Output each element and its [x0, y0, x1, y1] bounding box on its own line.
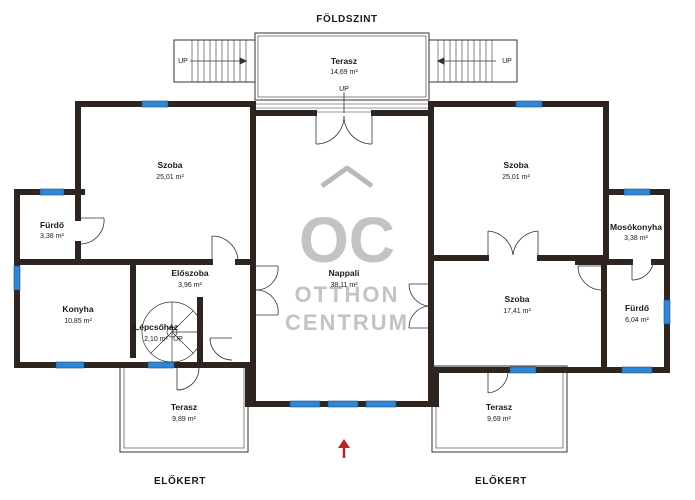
- stair-up-center-label: UP: [339, 86, 349, 93]
- stair-up-spiral-label: UP: [173, 336, 183, 343]
- room-szoba-mid-name: Szoba: [504, 294, 529, 304]
- right-stair: [428, 39, 518, 83]
- room-terasz-top-area: 14,69 m²: [330, 69, 358, 76]
- room-szoba-right-name: Szoba: [503, 160, 528, 170]
- entry-arrow-icon: [338, 439, 350, 458]
- room-terasz-br-area: 9,69 m²: [487, 416, 511, 423]
- room-szoba-left-area: 25,01 m²: [156, 174, 184, 181]
- stair-up-left-label: UP: [178, 58, 188, 65]
- watermark-line1: OTTHON: [295, 282, 400, 307]
- room-szoba-left-name: Szoba: [157, 160, 182, 170]
- room-terasz-bl-area: 9,89 m²: [172, 416, 196, 423]
- watermark: OC OTTHON CENTRUM: [285, 165, 409, 335]
- watermark-logo: OC: [299, 204, 395, 276]
- room-moso-area: 3,38 m²: [624, 235, 648, 242]
- room-eloszoba-name: Előszoba: [171, 268, 209, 278]
- top-terrace: [254, 32, 430, 113]
- windows: [13, 100, 671, 408]
- room-szoba-mid-area: 17,41 m²: [503, 308, 531, 315]
- walls: [14, 101, 670, 407]
- room-nappali-name: Nappali: [329, 268, 360, 278]
- room-nappali-area: 38,11 m²: [330, 282, 358, 289]
- room-terasz-top-name: Terasz: [331, 56, 357, 66]
- front-garden-left-label: ELŐKERT: [154, 474, 206, 487]
- room-terasz-bl-name: Terasz: [171, 402, 197, 412]
- doors: [80, 115, 655, 394]
- room-konyha-name: Konyha: [62, 304, 93, 314]
- room-furdo-right-name: Fürdő: [625, 303, 649, 313]
- front-garden-right-label: ELŐKERT: [475, 474, 527, 487]
- room-lepcsohaz-name: Lépcsőház: [134, 322, 178, 332]
- room-szoba-right-area: 25,01 m²: [502, 174, 530, 181]
- stair-up-right-label: UP: [502, 58, 512, 65]
- floor-title: FÖLDSZINT: [316, 12, 378, 25]
- room-furdo-right-area: 6,04 m²: [625, 317, 649, 324]
- spiral-stair: [141, 301, 203, 363]
- room-terasz-br-name: Terasz: [486, 402, 512, 412]
- room-labels: Terasz 14,69 m² UP Szoba 25,01 m² Szoba …: [40, 56, 662, 423]
- room-eloszoba-area: 3,96 m²: [178, 282, 202, 289]
- room-lepcsohaz-area: 2,10 m²: [144, 336, 168, 343]
- room-furdo-left-name: Fürdő: [40, 220, 64, 230]
- room-furdo-left-area: 3,38 m²: [40, 233, 64, 240]
- watermark-line2: CENTRUM: [285, 310, 409, 335]
- room-moso-name: Mosókonyha: [610, 222, 662, 232]
- left-stair: [173, 39, 256, 83]
- room-konyha-area: 10,85 m²: [64, 318, 92, 325]
